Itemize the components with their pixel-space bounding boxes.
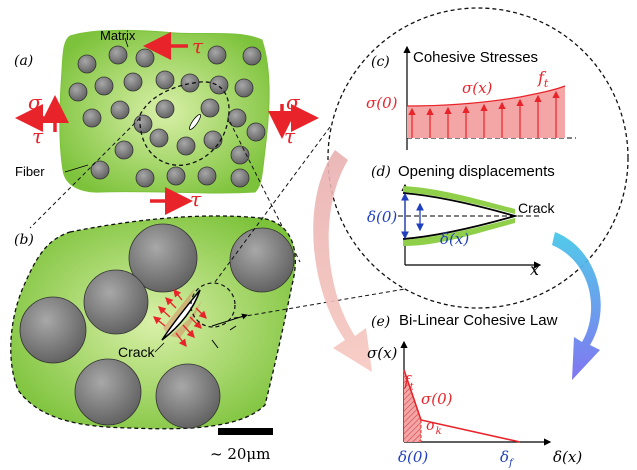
- crack-lower-bank: [403, 218, 515, 246]
- panel-c-label: (c): [371, 54, 390, 70]
- ft-label-c: ft: [537, 68, 549, 90]
- panel-b-label: (b): [14, 232, 34, 248]
- sigma0-label-c: σ(0): [366, 94, 398, 112]
- panel-e-label: (e): [371, 314, 390, 330]
- crack-label-d: Crack: [518, 200, 556, 216]
- panel-e: (e) Bi-Linear Cohesive Law σ(x) ft σ(0) …: [367, 312, 582, 469]
- sigmax-label-c: σ(x): [462, 79, 493, 97]
- x-axis-label-e: δ(x): [553, 448, 582, 466]
- panel-d: (d) Opening displacements δ(0) δ(x) Crac…: [367, 163, 556, 279]
- deltaf-label-e: δf: [500, 448, 515, 469]
- cohesive-stress-fill: [407, 86, 565, 138]
- crack-upper-bank: [403, 186, 515, 214]
- crack-b: [152, 288, 207, 348]
- panel-c: (c) Cohesive Stresses σ(0) σ(x) ft: [366, 45, 576, 150]
- crack-tip-zoom: [190, 282, 236, 328]
- deltax-label-d: δ(x): [440, 230, 469, 248]
- y-axis-label-e: σ(x): [367, 344, 398, 362]
- blue-flow-arrow: [552, 232, 601, 380]
- delta0-label-e: δ(0): [398, 448, 428, 466]
- bilinear-law-curve: [403, 369, 521, 443]
- sigma-left-label: σ: [28, 90, 43, 114]
- x-axis-label-d: x: [530, 260, 539, 279]
- panel-b: (b) Crack ~ 20μm: [10, 215, 296, 463]
- tau-top-label: τ: [192, 34, 204, 58]
- fibers-b: [19, 223, 295, 429]
- tau-left-label: τ: [32, 124, 44, 148]
- sigma0-label-e: σ(0): [421, 390, 453, 408]
- delta0-label-d: δ(0): [367, 208, 397, 226]
- panel-d-label: (d): [371, 164, 391, 180]
- matrix-label: Matrix: [100, 28, 136, 43]
- sigmak-label-e: σk: [426, 418, 442, 437]
- sigma-right-label: σ: [286, 90, 301, 114]
- panel-a: (a) Matrix Fiber σ τ σ τ τ τ: [14, 28, 319, 215]
- tau-right-label: τ: [284, 124, 296, 148]
- tau-bottom-label: τ: [190, 187, 202, 211]
- panel-c-title: Cohesive Stresses: [413, 49, 538, 66]
- ft-label-e: ft: [403, 372, 415, 393]
- pink-flow-arrow: [313, 150, 372, 372]
- zoom-region-a: [139, 81, 230, 166]
- panel-e-title: Bi-Linear Cohesive Law: [399, 312, 558, 329]
- crack-label-b: Crack: [118, 344, 156, 360]
- fiber-label: Fiber: [15, 164, 45, 179]
- panel-d-title: Opening displacements: [398, 163, 555, 180]
- scale-bar: [218, 428, 273, 435]
- scale-label: ~ 20μm: [210, 445, 270, 463]
- panel-a-label: (a): [14, 53, 33, 69]
